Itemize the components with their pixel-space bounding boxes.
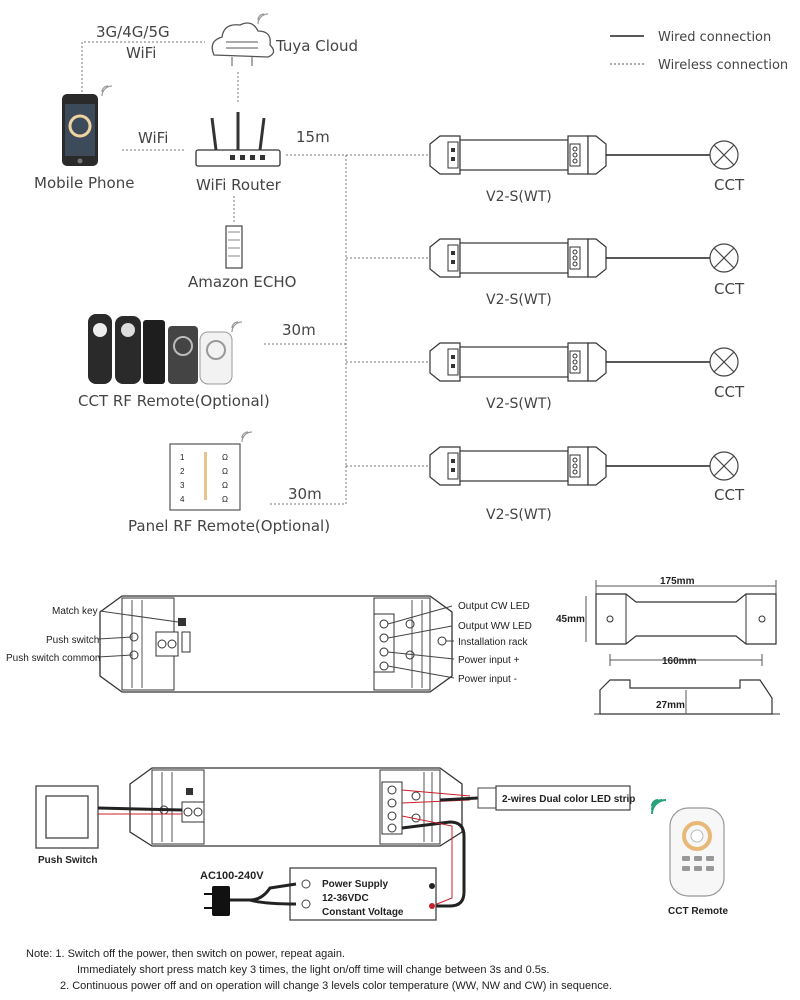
- phone-label: Mobile Phone: [34, 174, 134, 192]
- controller-4-model: V2-S(WT): [486, 507, 552, 523]
- ac-plug-icon: [204, 882, 297, 916]
- power-plus-label: Power input +: [458, 655, 520, 666]
- distance-panel-label: 30m: [288, 485, 322, 503]
- psu-line-1: Power Supply: [322, 879, 389, 890]
- controller-4-load: CCT: [714, 486, 745, 504]
- distance-router-label: 15m: [296, 128, 330, 146]
- terminal-diagram: [97, 595, 455, 693]
- push-switch-common-label: Push switch common: [6, 653, 100, 664]
- panel-remote-icon: 1 2 3 4 Ω Ω Ω Ω: [169, 443, 241, 511]
- panel-key-2: 2: [180, 467, 185, 476]
- phone-wifi-icon: [101, 85, 113, 97]
- cct-bulb-icon-4: [709, 451, 739, 481]
- cellular-link: [81, 41, 205, 92]
- cct-remote-icon[interactable]: [669, 807, 725, 897]
- controller-2-model: V2-S(WT): [486, 292, 552, 308]
- note-line-2: Immediately short press match key 3 time…: [77, 964, 550, 976]
- controller-3-load: CCT: [714, 383, 745, 401]
- controller-3-model: V2-S(WT): [486, 396, 552, 412]
- panel-key-3: 3: [180, 481, 185, 490]
- power-supply: [289, 867, 437, 921]
- wifi-green-icon: [651, 799, 667, 815]
- legend-wireless-label: Wireless connection: [658, 58, 788, 73]
- cct-remote-label: CCT Remote: [668, 906, 728, 917]
- cct-bulb-icon-1: [709, 140, 739, 170]
- strip-cable: [439, 796, 479, 802]
- cloud-label: Tuya Cloud: [275, 37, 358, 55]
- push-switch-icon[interactable]: [35, 785, 99, 849]
- rf-remotes-icon: [88, 314, 233, 385]
- legend-wired-label: Wired connection: [658, 30, 771, 45]
- led-strip: [477, 785, 631, 811]
- panel-key-omega-1: Ω: [222, 453, 228, 462]
- panel-key-1: 1: [180, 453, 185, 462]
- dim-height: 45mm: [556, 614, 585, 625]
- distance-rf-label: 30m: [282, 321, 316, 339]
- wifi-top-label: WiFi: [126, 44, 156, 62]
- cellular-label: 3G/4G/5G: [96, 23, 170, 41]
- panel-key-omega-4: Ω: [222, 495, 228, 504]
- note-line-3: 2. Continuous power off and on operation…: [60, 980, 612, 992]
- dim-depth: 27mm: [656, 700, 685, 711]
- power-minus-label: Power input -: [458, 674, 517, 685]
- output-cw-label: Output CW LED: [458, 601, 530, 612]
- dim-length: 175mm: [660, 576, 695, 587]
- controller-4: V2-S(WT) CCT: [429, 446, 745, 523]
- installation-rack-label: Installation rack: [458, 637, 528, 648]
- dimension-top-view: [585, 580, 777, 666]
- strip-label: 2-wires Dual color LED strip: [502, 794, 635, 805]
- dimension-side-view: [594, 679, 780, 715]
- dim-mount: 160mm: [662, 656, 697, 667]
- panel-key-omega-3: Ω: [222, 481, 228, 490]
- controller-1-model: V2-S(WT): [486, 189, 552, 205]
- rf-remote-label: CCT RF Remote(Optional): [78, 392, 270, 410]
- rf-remote-wifi-icon: [231, 321, 243, 333]
- router-label: WiFi Router: [196, 176, 282, 194]
- echo-label: Amazon ECHO: [188, 273, 296, 291]
- panel-remote-label: Panel RF Remote(Optional): [128, 517, 330, 535]
- psu-line-2: 12-36VDC: [322, 893, 369, 904]
- echo-icon: [225, 225, 243, 269]
- cloud-icon: [211, 22, 275, 66]
- ac-label: AC100-240V: [200, 870, 264, 882]
- output-ww-label: Output WW LED: [458, 621, 532, 632]
- mobile-phone-icon: [62, 94, 98, 166]
- panel-key-omega-2: Ω: [222, 467, 228, 476]
- power-dc-cable: [401, 820, 466, 908]
- match-key-label: Match key: [52, 606, 98, 617]
- panel-key-4: 4: [180, 495, 185, 504]
- cloud-wifi-icon: [257, 13, 269, 25]
- wiring-controller: [129, 767, 463, 847]
- controller-2-load: CCT: [714, 280, 745, 298]
- push-switch-wire-1: [97, 806, 183, 812]
- note-line-1: Note: 1. Switch off the power, then swit…: [26, 948, 345, 960]
- controller-1: V2-S(WT) CCT: [429, 135, 745, 205]
- cct-bulb-icon-2: [709, 243, 739, 273]
- power-dc-red-wire: [401, 815, 453, 907]
- router-icon: [195, 112, 281, 167]
- wifi-link-label: WiFi: [138, 129, 168, 147]
- controller-3: V2-S(WT) CCT: [429, 342, 745, 412]
- controller-1-load: CCT: [714, 176, 745, 194]
- cct-bulb-icon-3: [709, 347, 739, 377]
- controller-2: V2-S(WT) CCT: [429, 238, 745, 308]
- push-switch-label: Push switch: [46, 635, 99, 646]
- psu-line-3: Constant Voltage: [322, 907, 404, 918]
- push-switch-title: Push Switch: [38, 855, 97, 866]
- panel-wifi-icon: [241, 431, 253, 443]
